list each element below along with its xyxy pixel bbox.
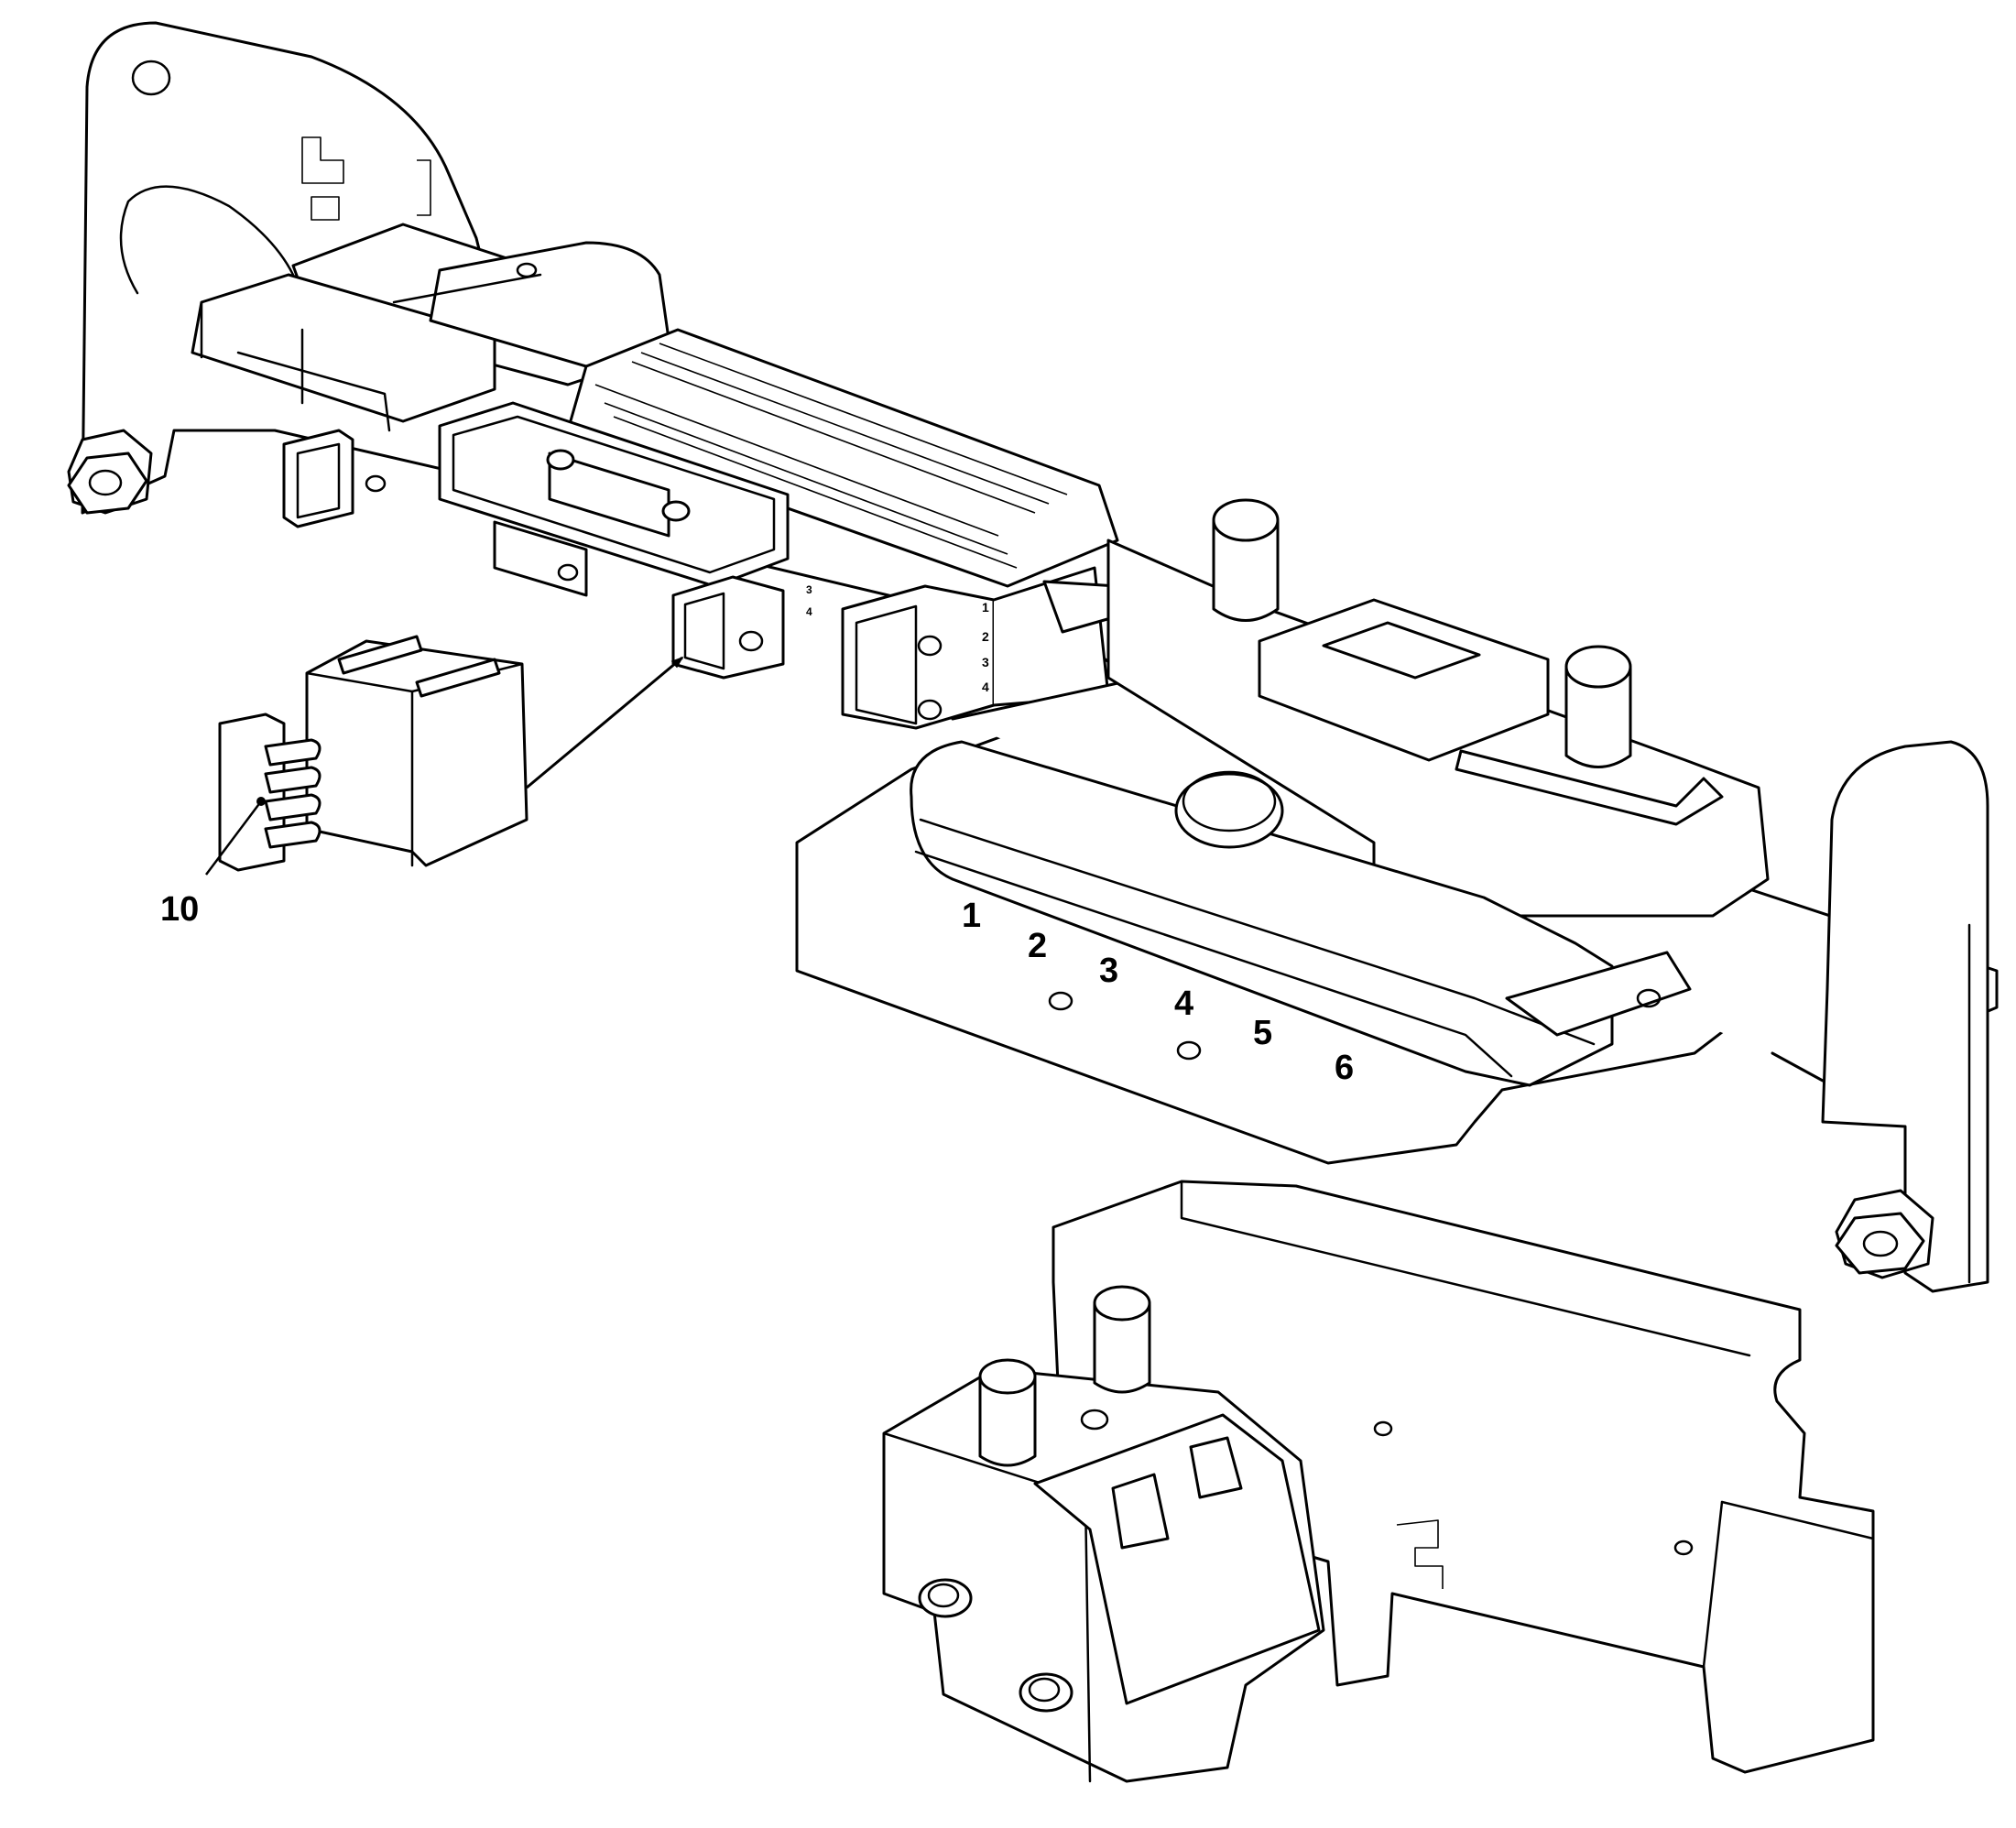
pin-label-1: 1 [962,897,981,935]
upper-left-connector [282,429,387,528]
side-pin-label: 3 [806,583,812,596]
right-end-plate [1821,740,1989,1293]
side-pin-labels-b: 3 4 [806,583,812,618]
pin-label-6: 6 [1335,1049,1354,1087]
callout-10-leader [205,800,262,876]
housing-square-box [1258,598,1724,826]
housing-posts [1212,498,1632,768]
right-hex-nut [1835,1189,1934,1279]
target-socket [671,575,785,680]
pin-label-3: 3 [1099,952,1118,990]
lower-pins [918,1285,1151,1713]
insertion-arrow [526,656,684,789]
side-pin-label: 4 [806,605,812,618]
side-pin-labels-a: 1 2 3 4 [982,600,989,694]
left-hex-nut [67,429,153,515]
upper-connector-rail [191,223,680,432]
callout-10-label: 10 [160,890,199,929]
side-pin-label: 4 [982,680,989,694]
side-pin-label: 1 [982,600,989,615]
lower-bracket [1052,1180,1875,1774]
pin-label-2: 2 [1028,927,1047,965]
main-module-housing [795,539,1999,1165]
central-multipin-connector [438,401,790,597]
side-pin-label: 2 [982,629,989,644]
harness-ribbed-body [566,328,1119,588]
pin-label-5: 5 [1253,1014,1272,1052]
connector-10 [218,635,529,872]
pin-number-labels: 1 2 3 4 5 6 [962,897,1354,1087]
lower-connector-block [882,1367,1325,1783]
side-pin-label: 3 [982,655,989,669]
pin-label-4: 4 [1174,985,1193,1023]
